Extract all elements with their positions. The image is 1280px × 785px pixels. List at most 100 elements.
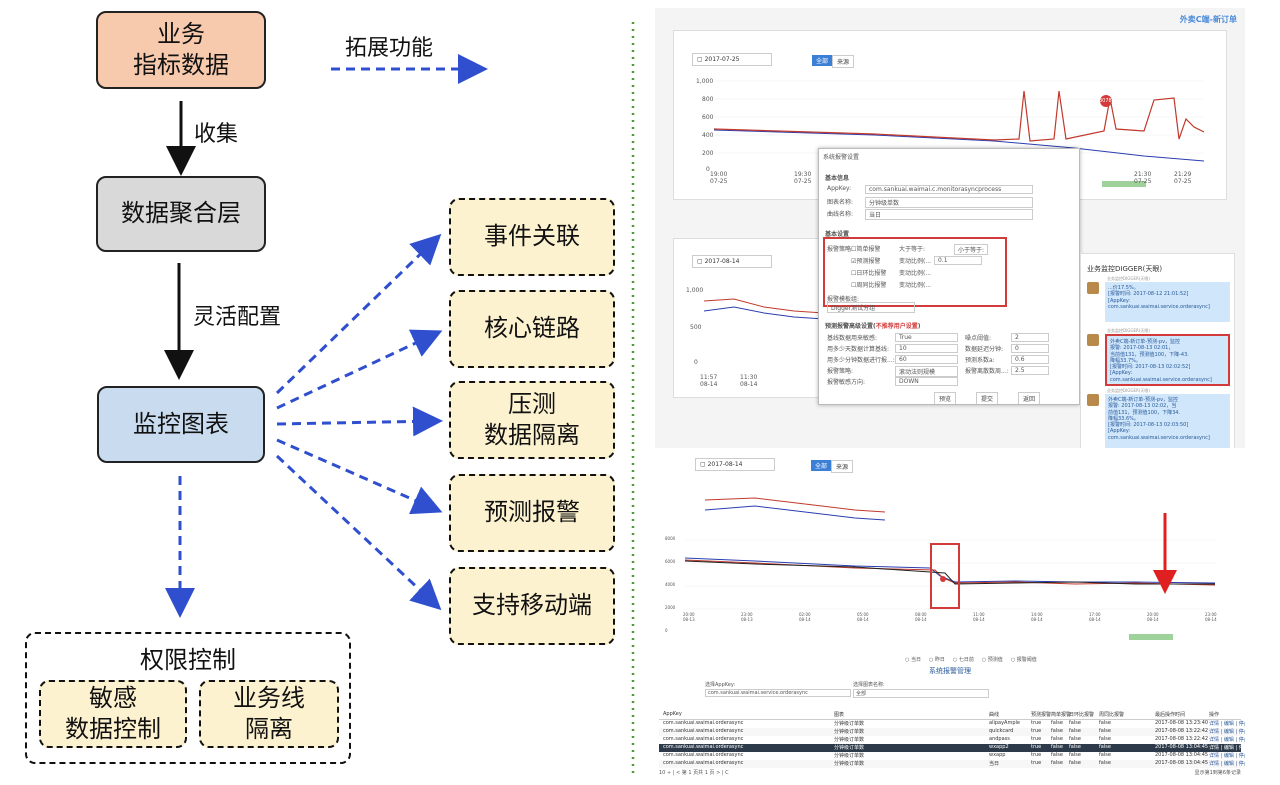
arrow-to-mobile (275, 454, 442, 611)
table-cell: 分钟级订单数 (834, 729, 865, 735)
all-button[interactable]: 全部 (811, 460, 832, 471)
date-picker[interactable]: ▢ 2017-07-25 (692, 53, 772, 66)
submit-button[interactable]: 提交 (976, 392, 999, 404)
app-select[interactable]: com.sankuai.waimai.service.orderasync (705, 689, 851, 697)
table-cell: andpass (989, 736, 1010, 742)
flexible-config-label: 灵活配置 (193, 305, 282, 330)
field-input[interactable]: 分钟级单数 (865, 197, 1033, 208)
template-select[interactable]: Digger测试分组 (827, 302, 915, 313)
permission-control-group: 权限控制 敏感 数据控制 业务线 隔离 (25, 632, 351, 764)
column-header[interactable]: 图表 (834, 712, 845, 718)
legend-item[interactable]: ○ 七日前 (952, 657, 974, 663)
advanced-label: 数据延迟分钟: (965, 346, 1004, 353)
strategy-checkbox[interactable]: ☐周同比报警 (851, 282, 887, 289)
arrow-to-prediction-alarm (276, 438, 443, 515)
table-cell[interactable]: 详情 | 编辑 | 停止 (1209, 737, 1245, 743)
date-picker[interactable]: ▢ 2017-08-14 (692, 255, 772, 268)
legend-item[interactable]: ○ 报警阈值 (1010, 657, 1037, 663)
date-picker[interactable]: ▢ 2017-08-14 (695, 458, 775, 471)
advanced-input[interactable]: 2 (1011, 333, 1049, 342)
column-header[interactable]: 周同比报警 (1099, 712, 1125, 718)
table-cell: 2017-08-08 13:22:42 (1155, 728, 1209, 734)
change-value[interactable]: 0.1 (934, 256, 982, 265)
table-cell: alipayAmple (989, 720, 1020, 726)
alarm-settings-dialog: 系统报警设置 基本信息 AppKey:com.sankuai.waimai.c.… (818, 148, 1080, 405)
column-header[interactable]: 曲线 (989, 712, 1000, 718)
table-cell[interactable]: 详情 | 编辑 | 停止 (1209, 721, 1245, 727)
column-header[interactable]: 日环比报警 (1069, 712, 1095, 718)
bottom-x-tick: 20:00 08-13 (683, 612, 695, 622)
advanced-input[interactable]: 0 (1011, 344, 1049, 353)
collect-label: 收集 (194, 122, 239, 147)
table-cell: false (1069, 720, 1081, 726)
app-label: 选择AppKey: (705, 682, 736, 688)
event-correlation-box: 事件关联 (449, 198, 615, 276)
top-y-tick: 600 (702, 114, 714, 121)
bottom-x-tick: 23:00 08-13 (741, 612, 753, 622)
bottom-y-tick: 8000 (665, 536, 676, 541)
advanced-input[interactable]: 滚动法则规模 (895, 366, 958, 377)
chat-title: 业务监控DIGGER(天眼) (1087, 265, 1163, 273)
column-header[interactable]: 简单报警 (1051, 712, 1072, 718)
table-cell: 分钟级订单数 (834, 721, 865, 727)
source-button[interactable]: 来源 (831, 460, 854, 473)
chat-sender: 业务监控DIGGER(天眼) (1107, 276, 1150, 281)
table-cell[interactable]: 详情 | 编辑 | 停止 (1209, 761, 1245, 767)
pager[interactable]: 10 ÷ | < 第 1 页共 1 页 > | C (659, 770, 729, 776)
table-cell: true (1031, 760, 1042, 766)
table-cell: true (1031, 752, 1042, 758)
strategy-label: 报警策略: (827, 246, 854, 253)
preview-button[interactable]: 预览 (934, 392, 957, 404)
aggregation-layer-box: 数据聚合层 (96, 176, 266, 252)
field-label: 曲线名称: (827, 211, 854, 218)
legend-item[interactable]: ○ 当日 (905, 657, 921, 663)
legend-item[interactable]: ○ 预测值 (981, 657, 1003, 663)
strategy-highlight (823, 237, 1007, 307)
column-header[interactable]: 操作 (1209, 712, 1220, 718)
all-button[interactable]: 全部 (812, 55, 833, 66)
advanced-input[interactable]: 10 (895, 344, 958, 353)
back-button[interactable]: 返回 (1018, 392, 1041, 404)
table-cell[interactable]: 详情 | 编辑 | 停止 (1209, 753, 1245, 759)
table-cell: false (1099, 728, 1111, 734)
field-input[interactable]: com.sankuai.waimai.c.monitorasyncprocess (865, 185, 1033, 194)
advanced-input[interactable]: 60 (895, 355, 958, 364)
column-header[interactable]: 最后操作时间 (1155, 712, 1186, 718)
advanced-input[interactable]: True (895, 333, 958, 342)
chart-select[interactable]: 全部 (853, 689, 989, 698)
top-y-tick: 800 (702, 96, 714, 103)
column-header[interactable]: AppKey (663, 711, 682, 717)
table-cell: false (1051, 744, 1063, 750)
strategy-checkbox[interactable]: ☐日环比报警 (851, 270, 887, 277)
source-button[interactable]: 来源 (832, 55, 855, 68)
advanced-input[interactable]: 0.6 (1011, 355, 1049, 364)
table-cell[interactable]: 详情 | 编辑 | 停止 (1209, 745, 1245, 751)
strategy-checkbox[interactable]: ☐简单报警 (851, 246, 881, 253)
stress-test-isolation-box: 压测 数据隔离 (449, 381, 615, 459)
table-cell: true (1031, 728, 1042, 734)
chart-label: 选择图表名称: (853, 682, 885, 688)
strategy-checkbox[interactable]: ☑预测报警 (851, 258, 881, 265)
table-header: AppKey 图表 曲线 预测报警简单报警日环比报警周同比报警 最后操作时间 操作 (659, 711, 1241, 720)
bottom-x-tick: 02:00 08-14 (799, 612, 811, 622)
arrow-to-stress-test (276, 406, 443, 437)
table-cell: 2017-08-08 13:04:45 (1155, 744, 1209, 750)
field-input[interactable]: 当日 (865, 209, 1033, 220)
advanced-input[interactable]: 2.5 (1011, 366, 1049, 375)
advanced-label: 用多少天数据计算基线: (827, 346, 890, 353)
core-link-box: 核心链路 (449, 290, 615, 368)
table-cell[interactable]: 详情 | 编辑 | 停止 (1209, 729, 1245, 735)
table-cell: false (1069, 728, 1081, 734)
column-header[interactable]: 预测报警 (1031, 712, 1052, 718)
legend-item[interactable]: ○ 昨日 (928, 657, 945, 663)
mid-y-tick: 500 (690, 324, 702, 331)
advanced-input[interactable]: DOWN (895, 377, 958, 386)
section-settings: 基本设置 (825, 231, 850, 238)
chat-sender: 业务监控DIGGER(天眼) (1107, 328, 1150, 333)
